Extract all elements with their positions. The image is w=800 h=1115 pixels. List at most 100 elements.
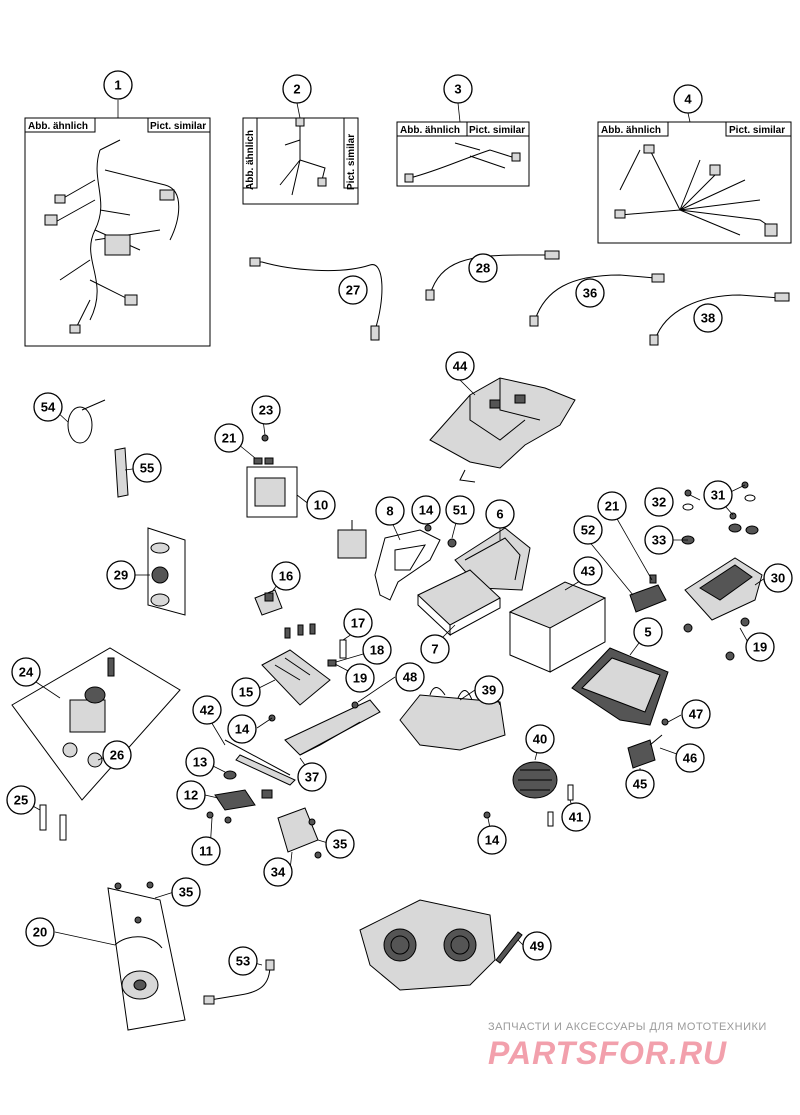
svg-text:14: 14: [485, 833, 500, 848]
part-43-battery: [508, 581, 607, 673]
svg-text:49: 49: [530, 939, 544, 954]
callout-53: 53: [228, 946, 258, 976]
callout-44: 44: [445, 351, 475, 381]
callout-16: 16: [271, 561, 301, 591]
callout-6: 6: [485, 499, 515, 529]
callout-37: 37: [297, 762, 327, 792]
part-3-wiring-harness: Abb. ähnlich Pict. similar: [396, 121, 530, 187]
callout-52: 52: [573, 515, 603, 545]
svg-text:19: 19: [353, 671, 367, 686]
svg-text:46: 46: [683, 751, 697, 766]
svg-text:2: 2: [293, 82, 300, 97]
part-45-sensor: [627, 718, 669, 769]
svg-text:31: 31: [711, 488, 725, 503]
svg-text:19: 19: [753, 640, 767, 655]
abb-label-2: Abb. ähnlich: [245, 130, 256, 190]
callout-19b: 19: [745, 632, 775, 662]
svg-text:18: 18: [370, 643, 384, 658]
part-52-relay: [629, 574, 667, 613]
svg-text:38: 38: [701, 311, 715, 326]
part-24-ignition-lock: [11, 647, 181, 841]
callout-26: 26: [102, 740, 132, 770]
callout-38: 38: [693, 303, 723, 333]
callout-11: 11: [191, 836, 221, 866]
callout-43: 43: [573, 556, 603, 586]
part-55-bracket: [114, 447, 129, 498]
part-37-holder: [284, 699, 381, 756]
callout-35b: 35: [171, 877, 201, 907]
callout-4: 4: [673, 84, 703, 114]
callout-14a: 14: [411, 495, 441, 525]
part-5-rubber-cover: [571, 647, 669, 726]
callout-10: 10: [306, 490, 336, 520]
callout-1: 1: [103, 70, 133, 100]
callout-17: 17: [343, 608, 373, 638]
callouts: 1 2 3 4 27 28 36 38 44 54 55 23 21 10 8 …: [6, 70, 793, 976]
svg-text:48: 48: [403, 670, 417, 685]
callout-25: 25: [6, 785, 36, 815]
part-20-horn: [107, 881, 186, 1031]
svg-text:34: 34: [271, 865, 286, 880]
callout-2: 2: [282, 74, 312, 104]
callout-5: 5: [633, 617, 663, 647]
callout-55: 55: [132, 453, 162, 483]
callout-35a: 35: [325, 829, 355, 859]
part-53-cable: [203, 959, 275, 1005]
part-8-bracket: [374, 524, 457, 601]
svg-text:10: 10: [314, 498, 328, 513]
callout-33: 33: [644, 525, 674, 555]
svg-text:47: 47: [689, 707, 703, 722]
part-10-relay-group: [246, 434, 367, 559]
part-2-wiring-harness: Abb. ähnlich Pict. similar: [242, 117, 359, 205]
callout-20: 20: [25, 917, 55, 947]
svg-text:52: 52: [581, 523, 595, 538]
watermark: ЗАПЧАСТИ И АКСЕССУАРЫ ДЛЯ МОТОТЕХНИКИ PA…: [488, 1021, 767, 1071]
callout-24: 24: [11, 657, 41, 687]
abb-label-1: Abb. ähnlich: [28, 121, 88, 132]
svg-text:24: 24: [19, 665, 34, 680]
callout-34: 34: [263, 857, 293, 887]
part-7-ecu: [417, 569, 501, 637]
svg-text:27: 27: [346, 283, 360, 298]
callout-40: 40: [525, 724, 555, 754]
callout-29: 29: [106, 560, 136, 590]
part-15-fuse-box: [261, 623, 347, 722]
part-12-connector-group: [206, 739, 296, 824]
svg-text:20: 20: [33, 925, 47, 940]
svg-text:39: 39: [482, 683, 496, 698]
callout-18: 18: [362, 635, 392, 665]
part-34-module: [277, 807, 322, 859]
callout-42: 42: [192, 695, 222, 725]
svg-text:35: 35: [179, 885, 193, 900]
callout-45: 45: [625, 769, 655, 799]
pict-label-1: Pict. similar: [150, 121, 206, 132]
callout-49: 49: [522, 931, 552, 961]
part-29-cap-assembly: [147, 527, 186, 616]
svg-text:30: 30: [771, 571, 785, 586]
callout-32: 32: [644, 487, 674, 517]
svg-text:14: 14: [235, 722, 250, 737]
callout-8: 8: [375, 496, 405, 526]
svg-text:23: 23: [259, 403, 273, 418]
callout-27: 27: [338, 275, 368, 305]
callout-39: 39: [474, 675, 504, 705]
part-54-cable-strap: [67, 399, 106, 444]
svg-text:15: 15: [239, 685, 253, 700]
svg-text:6: 6: [496, 507, 503, 522]
callout-3: 3: [443, 74, 473, 104]
svg-text:44: 44: [453, 359, 468, 374]
callout-51: 51: [445, 495, 475, 525]
part-49-throttle-body: [359, 899, 523, 991]
svg-text:51: 51: [453, 503, 467, 518]
svg-text:16: 16: [279, 569, 293, 584]
svg-text:45: 45: [633, 777, 647, 792]
callout-47: 47: [681, 699, 711, 729]
callout-31: 31: [703, 480, 733, 510]
callout-28: 28: [468, 253, 498, 283]
watermark-logo: PARTSFOR.RU: [488, 1035, 727, 1071]
svg-text:12: 12: [184, 788, 198, 803]
abb-label-4: Abb. ähnlich: [601, 125, 661, 136]
svg-text:21: 21: [222, 431, 236, 446]
watermark-tagline: ЗАПЧАСТИ И АКСЕССУАРЫ ДЛЯ МОТОТЕХНИКИ: [488, 1021, 767, 1033]
callout-13: 13: [185, 747, 215, 777]
